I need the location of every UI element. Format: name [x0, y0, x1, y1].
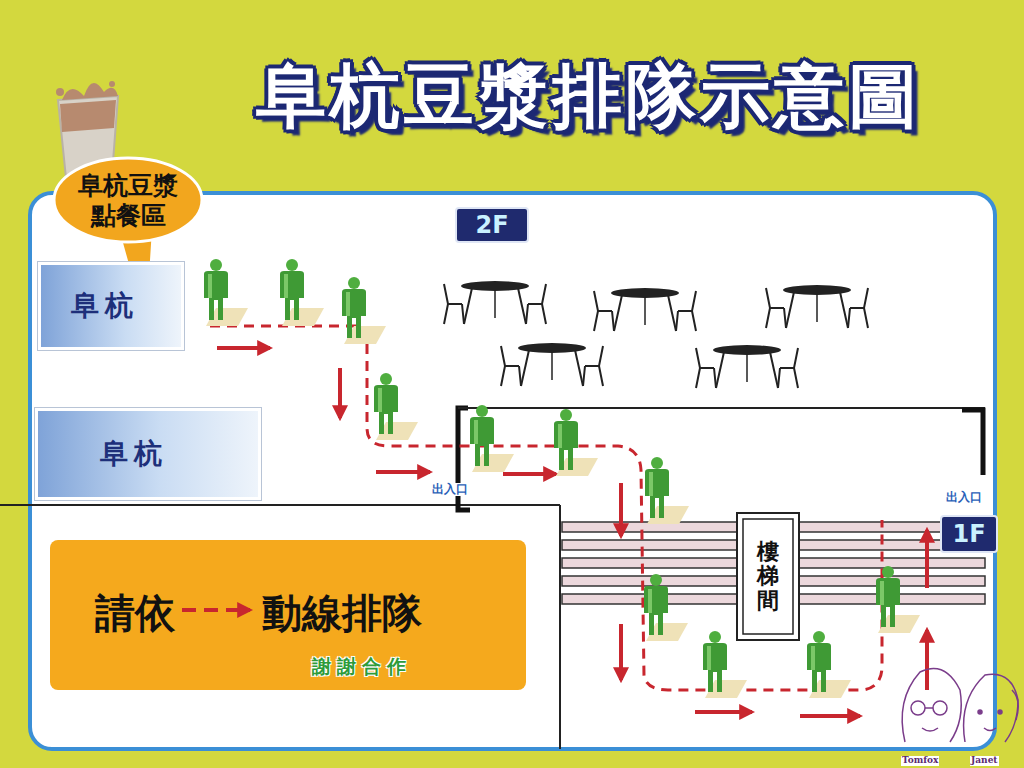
entrance-label: 出入口 — [431, 483, 469, 496]
diagram-title: 阜杭豆漿排隊示意圖 — [256, 50, 922, 144]
node-text: 2F — [475, 211, 508, 239]
node-text: 樓梯間 — [757, 540, 779, 613]
notice-box: 請依 動線排隊謝謝合作 — [50, 540, 526, 690]
watermark: Janet — [970, 756, 999, 766]
counter-box: 阜杭 — [38, 262, 184, 350]
watermark: Tomfox — [901, 756, 939, 766]
node-text: 1F — [952, 520, 985, 548]
entrance-label: 出入口 — [945, 491, 983, 504]
node-text: 謝謝合作 — [312, 654, 412, 680]
node-text: 請依 — [95, 586, 175, 641]
node-text: 動線排隊 — [262, 586, 422, 641]
floor-tag: 2F — [455, 207, 529, 243]
callout-bubble: 阜杭豆漿 點餐區 — [58, 166, 198, 236]
node-text: 阜杭豆漿 點餐區 — [74, 171, 182, 231]
counter-box: 阜杭 — [35, 408, 261, 500]
floor-tag: 1F — [940, 515, 998, 553]
stairwell-box: 樓梯間 — [743, 519, 793, 634]
node-text: 阜杭 — [100, 435, 168, 473]
node-text: 阜杭 — [71, 287, 139, 325]
